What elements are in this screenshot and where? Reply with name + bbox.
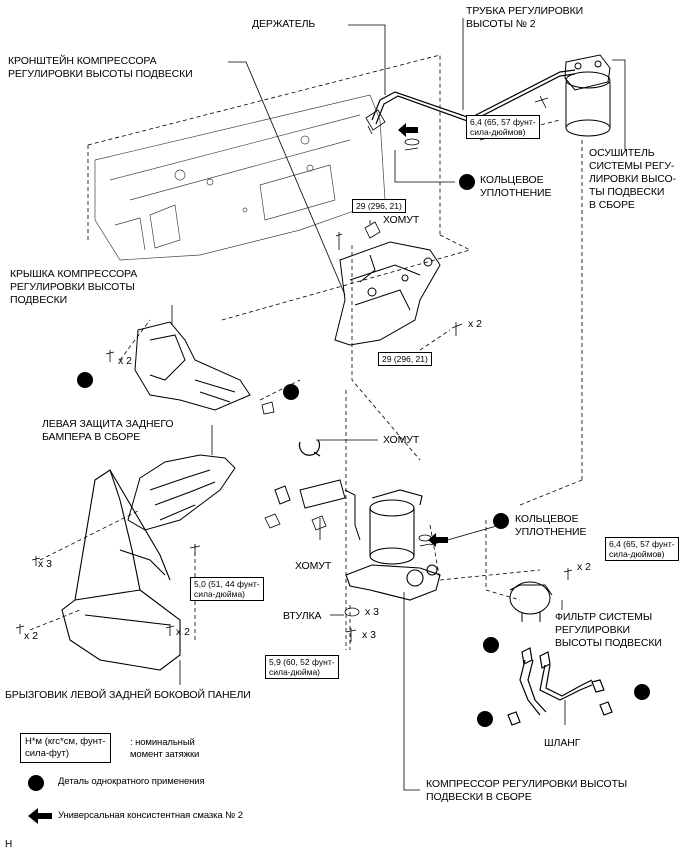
single-use-marker-icon [283,384,299,400]
corner-mark: H [5,839,13,850]
hose-assembly [507,647,613,726]
qty-cover-bolts: x 2 [118,355,133,367]
filter-bolt [563,568,573,580]
bracket-bolt-right [451,322,463,336]
qty-mud-clips-left: x 3 [38,558,53,570]
bushing-part [344,607,360,642]
single-use-marker-icon [459,174,475,190]
legend-single-use: Деталь однократного применения [58,776,205,787]
label-filter: ФИЛЬТР СИСТЕМЫ РЕГУЛИРОВКИ ВЫСОТЫ ПОДВЕС… [555,611,662,649]
filter-assembly [509,581,553,622]
single-use-marker-icon [477,711,493,727]
qty-bracket-bolts: x 2 [468,318,483,330]
clamp-mid-part [298,439,321,457]
bumper-guard [127,454,236,531]
bracket-clamp [364,221,381,239]
label-holder: ДЕРЖАТЕЛЬ [252,18,316,30]
single-use-marker-icon [493,513,509,529]
label-compressor: КОМПРЕССОР РЕГУЛИРОВКИ ВЫСОТЫ ПОДВЕСКИ В… [426,778,628,803]
label-mudguard: БРЫЗГОВИК ЛЕВОЙ ЗАДНЕЙ БОКОВОЙ ПАНЕЛИ [5,689,251,701]
mud-clips [15,556,175,636]
single-use-marker-icon [77,372,93,388]
torque-bracket-top: 29 (296, 21) [352,199,406,213]
guard-screw [189,544,201,556]
bracket-bolt-top [335,232,343,250]
label-oring-bottom: КОЛЬЦЕВОЕ УПЛОТНЕНИЕ [515,513,587,538]
torque-guard-bolt: 5,0 (51, 44 фунт- сила-дюйма) [190,577,264,601]
label-bumper-guard: ЛЕВАЯ ЗАЩИТА ЗАДНЕГО БАМПЕРА В СБОРЕ [42,418,174,443]
label-clamp-low: ХОМУТ [295,560,332,572]
cover-clip [261,401,275,415]
qty-comp-bolts: x 3 [362,629,377,641]
qty-filter-bolts: x 2 [577,561,592,573]
label-hose: ШЛАНГ [544,737,581,749]
label-oring-top: КОЛЬЦЕВОЕ УПЛОТНЕНИЕ [480,174,552,199]
label-cover: КРЫШКА КОМПРЕССОРА РЕГУЛИРОВКИ ВЫСОТЫ ПО… [10,268,138,306]
qty-mud-clips-right: x 2 [176,626,191,638]
height-control-tube [371,69,576,125]
leader-lines [171,18,626,791]
label-clamp-mid: ХОМУТ [383,434,420,446]
torque-filter-bolt: 6,4 (65, 57 фунт- сила-дюймов) [605,537,679,561]
legend-unit-box: Н*м (кгс*см, фунт- сила-фут) [20,733,111,763]
label-clamp-top: ХОМУТ [383,214,420,226]
qty-bushing: x 3 [365,606,380,618]
single-use-marker-icon [634,684,650,700]
dryer-assembly [564,54,611,137]
dashed-assembly-lines [29,54,583,650]
compressor-cover [134,321,251,411]
torque-dryer-bolt: 6,4 (65, 57 фунт- сила-дюймов) [466,115,540,139]
vehicle-frame-outline [94,94,386,261]
cover-bolt [105,350,115,362]
legend-unit-desc: : номинальный момент затяжки [130,737,200,760]
legend-grease: Универсальная консистентная смазка № 2 [58,810,243,821]
torque-bracket-right: 29 (296, 21) [378,352,432,366]
dryer-bolt [534,95,549,109]
compressor-muffler [274,479,361,541]
qty-mud-clips-bottom: x 2 [24,630,39,642]
legend-single-use-icon [28,775,44,791]
holder-part [365,109,386,135]
label-bracket: КРОНШТЕЙН КОМПРЕССОРА РЕГУЛИРОВКИ ВЫСОТЫ… [8,55,193,80]
mud-guard [61,469,181,671]
torque-compressor-bolt: 5,9 (60, 52 фунт- сила-дюйма) [265,655,339,679]
single-use-marker-icon [483,637,499,653]
grease-arrow-icons [28,123,448,824]
compressor-assembly [345,489,441,601]
label-bushing: ВТУЛКА [283,610,322,622]
label-tube: ТРУБКА РЕГУЛИРОВКИ ВЫСОТЫ № 2 [466,5,584,30]
o-ring-top [404,138,420,151]
compressor-bracket [334,241,441,346]
clamp-low-part [264,513,327,531]
label-dryer: ОСУШИТЕЛЬ СИСТЕМЫ РЕГУ- ЛИРОВКИ ВЫСО- ТЫ… [589,147,676,211]
